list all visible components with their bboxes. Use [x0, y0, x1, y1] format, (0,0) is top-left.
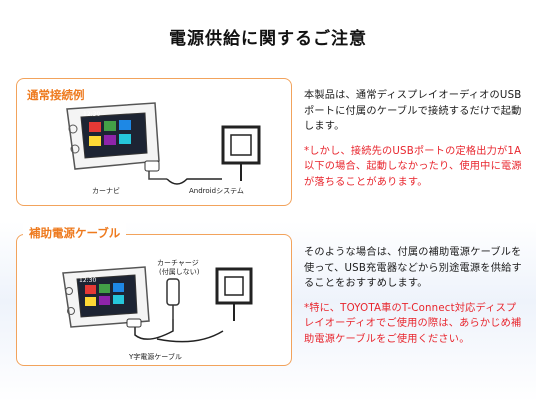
- aux-power-illustration: 12:30 カーチャージ (付属しない) Y字電源ケーブル: [62, 259, 253, 361]
- android-system-icon: [221, 125, 261, 181]
- section1-text-block: 本製品は、通常ディスプレイオーディオのUSBポートに付属のケーブルで接続するだけ…: [304, 88, 524, 199]
- y-cable: [134, 319, 174, 340]
- normal-connection-illustration: 12:30 カーナビ Androidシステム: [66, 102, 261, 195]
- screen-time-label: 12:30: [83, 111, 100, 118]
- car-navi-label: カーナビ: [92, 186, 120, 195]
- panel-label-normal: 通常接続例: [27, 88, 85, 102]
- car-charger-label: カーチャージ: [157, 259, 199, 267]
- aux-power-panel: 補助電源ケーブル 12:30 カーチャージ (付属しない): [16, 223, 292, 366]
- section2-text-block: そのような場合は、付属の補助電源ケーブルを使って、USB充電器などから別途電源を…: [304, 245, 524, 356]
- section1-body: 本製品は、通常ディスプレイオーディオのUSBポートに付属のケーブルで接続するだけ…: [304, 90, 522, 132]
- y-cable-label: Y字電源ケーブル: [128, 352, 182, 361]
- android-system-label: Androidシステム: [189, 187, 244, 195]
- car-charger-icon: [166, 278, 180, 319]
- section2-warning: *特に、TOYOTA車のT-Connect対応ディスプレイオーディオでご使用の際…: [304, 302, 522, 345]
- usb-cable: [166, 178, 222, 185]
- section1-warning: *しかし、接続先のUSBポートの定格出力が1A以下の場合、起動しなかったり、使用…: [304, 145, 522, 188]
- screen-time-label: 12:30: [79, 277, 96, 284]
- usb-plug-icon: [126, 318, 142, 328]
- car-navi-icon: [62, 266, 150, 328]
- panel-label-aux: 補助電源ケーブル: [23, 223, 127, 243]
- page-title: 電源供給に関するご注意: [169, 29, 367, 49]
- car-navi-icon: [66, 102, 167, 180]
- car-charger-note: (付属しない): [159, 267, 200, 276]
- android-system-icon: [215, 267, 253, 321]
- usb-plug-icon: [144, 160, 160, 172]
- y-cable-branch: [156, 330, 224, 343]
- section2-body: そのような場合は、付属の補助電源ケーブルを使って、USB充電器などから別途電源を…: [304, 247, 522, 289]
- normal-connection-panel: 通常接続例 12:30 カーナビ Androidシ: [16, 78, 292, 206]
